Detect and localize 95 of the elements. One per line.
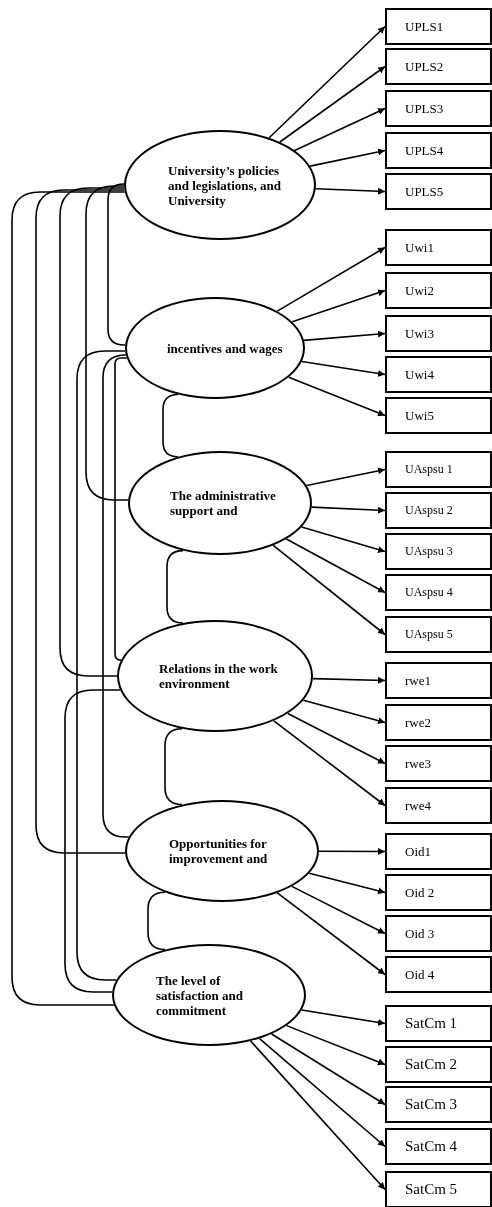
indicator-label: SatCm 1 xyxy=(405,1015,458,1032)
arrow xyxy=(279,65,386,143)
covariance-curve xyxy=(35,189,126,854)
indicator-label: SatCm 4 xyxy=(405,1138,458,1155)
indicator-box xyxy=(385,1086,492,1123)
indicator-label: UPLS1 xyxy=(405,18,444,35)
arrow xyxy=(303,330,386,342)
arrow xyxy=(285,1024,386,1066)
arrow xyxy=(258,1037,386,1148)
arrow xyxy=(318,848,386,855)
indicator-box xyxy=(385,574,492,611)
indicator-box xyxy=(385,451,492,488)
covariance-curve xyxy=(59,187,125,677)
arrow xyxy=(291,289,386,323)
covariance-curve xyxy=(114,357,128,661)
indicator-label: Uwi3 xyxy=(405,325,434,342)
covariance-curve xyxy=(11,191,126,1006)
arrow xyxy=(276,892,386,976)
ellipse-label: incentives and wages xyxy=(167,340,283,356)
ellipse-label: University’s policies and legislations, and University xyxy=(168,162,283,208)
indicator-box xyxy=(385,1128,492,1165)
ellipse-label: The level of satisfaction and commitment xyxy=(156,972,245,1018)
indicator-box xyxy=(385,874,492,911)
ellipse-label: Relations in the work environment xyxy=(159,661,279,691)
indicator-box xyxy=(385,1171,492,1207)
indicator-label: rwe2 xyxy=(405,714,431,731)
indicator-label: rwe4 xyxy=(405,797,431,814)
ellipse-label: The administrative support and xyxy=(170,488,277,518)
indicator-box xyxy=(385,173,492,210)
indicator-box xyxy=(385,833,492,870)
indicator-box xyxy=(385,48,492,85)
indicator-label: UAspsu 2 xyxy=(405,503,453,518)
indicator-label: rwe3 xyxy=(405,755,431,772)
indicator-box xyxy=(385,616,492,653)
indicator-label: SatCm 2 xyxy=(405,1056,458,1073)
indicator-label: Oid1 xyxy=(405,843,431,860)
indicator-box xyxy=(385,704,492,741)
indicator-label: UAspsu 3 xyxy=(405,544,453,559)
arrow xyxy=(310,506,386,514)
arrow xyxy=(293,107,386,152)
arrow xyxy=(300,526,386,553)
arrow xyxy=(312,676,386,684)
indicator-box xyxy=(385,1005,492,1042)
indicator-box xyxy=(385,956,492,993)
indicator-box xyxy=(385,533,492,570)
indicator-label: SatCm 5 xyxy=(405,1181,458,1198)
covariance-curve xyxy=(147,891,166,951)
indicator-label: UPLS3 xyxy=(405,100,444,117)
indicator-box xyxy=(385,662,492,699)
indicator-box xyxy=(385,492,492,529)
arrow xyxy=(287,712,386,765)
covariance-curve xyxy=(76,350,126,981)
indicator-box xyxy=(385,787,492,824)
indicator-label: UPLS5 xyxy=(405,183,444,200)
indicator-label: Oid 3 xyxy=(405,925,435,942)
covariance-curve xyxy=(85,185,129,501)
indicator-label: UPLS4 xyxy=(405,142,444,159)
indicator-label: Uwi2 xyxy=(405,282,434,299)
indicator-box xyxy=(385,1046,492,1083)
indicator-box xyxy=(385,90,492,127)
indicator-label: Uwi5 xyxy=(405,407,434,424)
arrow xyxy=(268,25,386,139)
arrow xyxy=(285,538,386,594)
arrow xyxy=(287,376,386,417)
arrow xyxy=(249,1040,386,1191)
arrow xyxy=(308,872,386,895)
indicator-label: Oid 4 xyxy=(405,966,435,983)
arrow xyxy=(272,544,386,636)
indicator-label: Uwi4 xyxy=(405,366,434,383)
indicator-box xyxy=(385,397,492,434)
indicator-box xyxy=(385,745,492,782)
indicator-label: SatCm 3 xyxy=(405,1096,458,1113)
arrow xyxy=(270,1033,386,1106)
indicator-box xyxy=(385,132,492,169)
indicator-label: UAspsu 5 xyxy=(405,627,453,642)
covariance-curve xyxy=(107,183,126,346)
ellipse-label: Opportunities for improvement and xyxy=(169,836,269,866)
arrow xyxy=(302,699,386,725)
indicator-label: UAspsu 1 xyxy=(405,462,453,477)
indicator-label: UPLS2 xyxy=(405,58,444,75)
indicator-label: UAspsu 4 xyxy=(405,585,453,600)
indicator-box xyxy=(385,229,492,266)
indicator-box xyxy=(385,356,492,393)
indicator-box xyxy=(385,272,492,309)
arrow xyxy=(273,720,386,807)
indicator-label: Oid 2 xyxy=(405,884,435,901)
arrow xyxy=(276,246,386,312)
indicator-label: Uwi1 xyxy=(405,239,434,256)
arrow xyxy=(314,187,386,195)
covariance-curve xyxy=(162,393,179,458)
indicator-box xyxy=(385,315,492,352)
indicator-box xyxy=(385,8,492,45)
indicator-label: rwe1 xyxy=(405,672,431,689)
indicator-box xyxy=(385,915,492,952)
arrow xyxy=(291,885,386,935)
